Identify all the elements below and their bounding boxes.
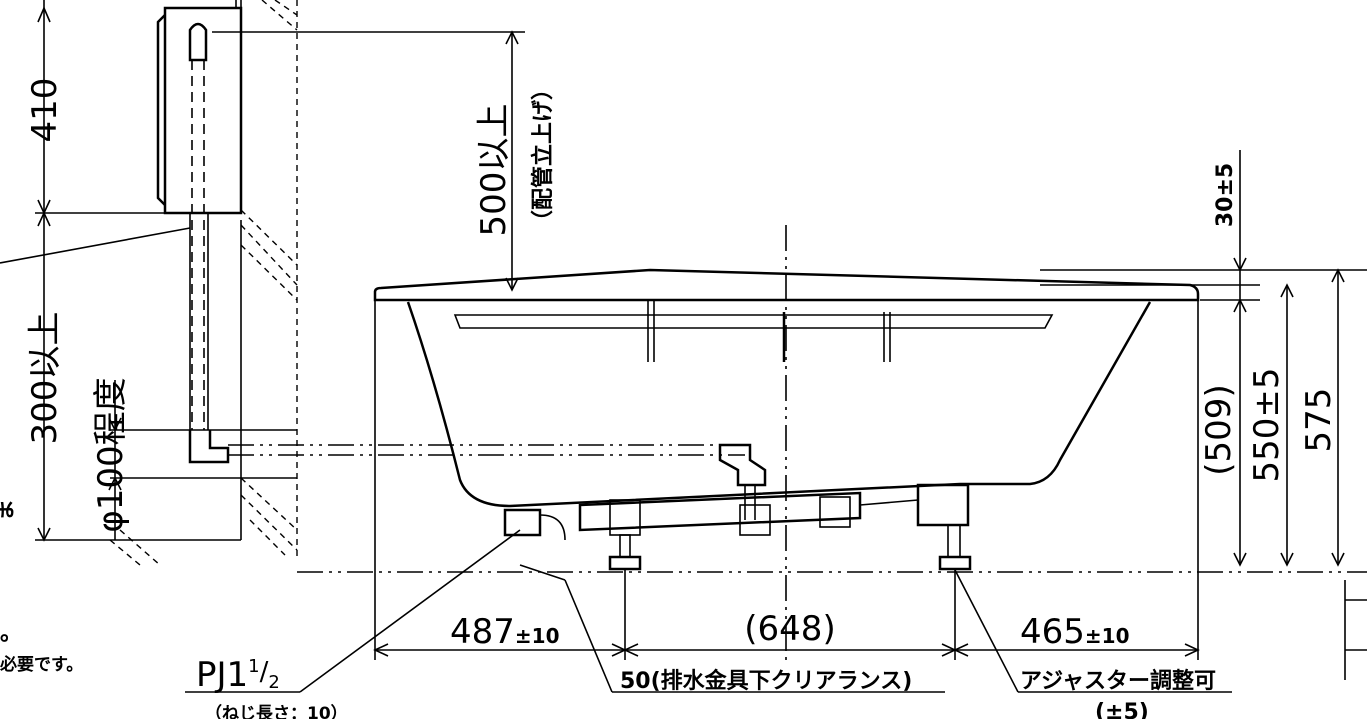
wall — [109, 0, 298, 566]
edge-text-left: ま — [0, 499, 18, 521]
dim-487: 487±10 — [450, 612, 560, 652]
dim-465: 465±10 — [1020, 612, 1130, 652]
dim-410: 410 — [25, 78, 65, 143]
dim-30: 30±5 — [1213, 163, 1238, 227]
note-left-1: 。 — [0, 621, 22, 646]
pj-thread-note: （ねじ長さ：10） — [205, 703, 348, 719]
wall-unit — [156, 0, 243, 464]
adjuster-tolerance: (±5) — [1095, 700, 1149, 719]
dim-500-lines — [212, 30, 525, 292]
dim-648: (648) — [744, 609, 835, 649]
right-dimensions — [1040, 150, 1367, 680]
bottom-dimensions — [185, 529, 1232, 693]
pj-label: PJ11/2 — [196, 655, 280, 695]
adjuster-label: アジャスター調整可 — [1020, 668, 1216, 694]
dim-500-note: （配管立上げ） — [530, 78, 556, 232]
dim-500: 500以上 — [474, 104, 514, 237]
dim-509: (509) — [1199, 384, 1239, 475]
bathtub — [373, 225, 1200, 660]
dim-phi100: φ100程度 — [91, 377, 131, 532]
drain-clearance-label: 50(排水金具下クリアランス) — [620, 668, 912, 694]
left-dimensions — [0, 0, 745, 542]
dim-300: 300以上 — [25, 312, 65, 445]
note-left-2: 必要です。 — [0, 654, 83, 675]
dim-575: 575 — [1299, 388, 1339, 453]
dim-550: 550±5 — [1247, 367, 1287, 482]
